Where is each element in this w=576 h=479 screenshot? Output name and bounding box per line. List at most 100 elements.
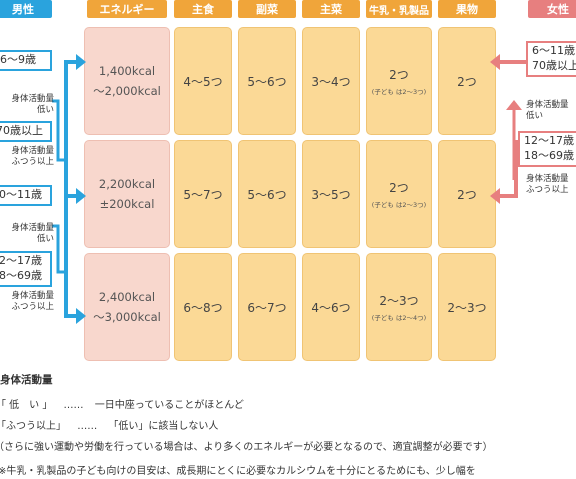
activity-label: 身体活動量 (526, 100, 569, 110)
serving-value: 4～5つ (183, 74, 223, 89)
header-energy: エネルギー (87, 0, 167, 18)
age-label: 18～69歳 (524, 148, 574, 162)
arrow-right-icon (76, 54, 86, 70)
child-note: (子ども は2～3つ) (371, 201, 427, 209)
milk-cell-row1: 2つ (子ども は2～3つ) (366, 27, 432, 135)
activity-level: 低い (36, 234, 54, 245)
notes-low-row: 「 低 い 」 …… 一日中座っていることがほとんど (0, 396, 244, 411)
activity-label: 身体活動量 (11, 94, 54, 104)
arrow-left-icon (490, 188, 500, 204)
header-side-dish-label: 副菜 (256, 3, 278, 16)
male-age-6-9: 6～9歳 (0, 50, 52, 71)
header-fruit-label: 果物 (456, 3, 478, 16)
female-age-6-11-70: 6～11歳 70歳以上 (526, 41, 576, 77)
bracket-line (52, 224, 64, 274)
child-note: (子ども は2～4つ) (371, 314, 427, 322)
header-main-dish: 主菜 (302, 0, 360, 18)
male-age-10-11: 10～11歳 (0, 185, 52, 206)
male-trunk-line (64, 60, 68, 316)
energy-value: 2,200kcal (98, 176, 156, 191)
serving-value: 2つ (389, 181, 409, 195)
fruit-cell-row3: 2～3つ (438, 253, 496, 361)
notes-low-desc: 一日中座っていることがほとんど (94, 400, 244, 411)
side-cell-row2: 5～6つ (238, 140, 296, 248)
notes-normal-desc: 「低い」に該当しない人 (108, 421, 219, 432)
staple-cell-row2: 5～7つ (174, 140, 232, 248)
male-activity-normal-2: 身体活動量 ふつう以上 (2, 291, 54, 313)
header-energy-label: エネルギー (99, 3, 155, 16)
fruit-cell-row1: 2つ (438, 27, 496, 135)
serving-value: 6～8つ (183, 300, 223, 315)
female-header-label: 女性 (547, 3, 569, 16)
female-activity-normal: 身体活動量 ふつう以上 (526, 174, 576, 196)
energy-cell-row1: 1,400kcal ～2,000kcal (84, 27, 170, 135)
serving-value: 2～3つ (379, 294, 419, 308)
female-header: 女性 (528, 0, 576, 18)
activity-label: 身体活動量 (11, 223, 54, 233)
energy-value: ～2,000kcal (93, 84, 161, 98)
activity-level: ふつう以上 (11, 302, 54, 313)
energy-value: ±200kcal (99, 197, 155, 211)
serving-value: 2つ (457, 74, 477, 89)
female-age-12-69: 12～17歳 18～69歳 (518, 131, 576, 167)
arrow-right-icon (76, 188, 86, 204)
arrow-left-icon (490, 54, 500, 70)
activity-level: 低い (526, 111, 544, 122)
header-fruit: 果物 (438, 0, 496, 18)
header-staple-label: 主食 (192, 3, 214, 16)
notes-dots: …… (63, 400, 84, 411)
male-branch-line (64, 60, 76, 64)
main-cell-row2: 3～5つ (302, 140, 360, 248)
female-branch-line (500, 60, 528, 64)
serving-value: 5～6つ (247, 74, 287, 89)
male-age-70: 70歳以上 (0, 121, 52, 142)
milk-cell-row2: 2つ (子ども は2～3つ) (366, 140, 432, 248)
milk-cell-row3: 2～3つ (子ども は2～4つ) (366, 253, 432, 361)
notes-dots: …… (77, 421, 98, 432)
activity-label: 身体活動量 (11, 291, 54, 301)
staple-cell-row3: 6～8つ (174, 253, 232, 361)
side-cell-row1: 5～6つ (238, 27, 296, 135)
header-side-dish: 副菜 (238, 0, 296, 18)
main-cell-row1: 3～4つ (302, 27, 360, 135)
age-label: 70歳以上 (0, 124, 43, 137)
male-activity-low-2: 身体活動量 低い (2, 223, 54, 245)
age-label: 70歳以上 (532, 58, 576, 72)
notes-title: 身体活動量 (0, 374, 53, 386)
energy-cell-row3: 2,400kcal ～3,000kcal (84, 253, 170, 361)
male-branch-line (64, 314, 76, 318)
notes-normal-row: 「ふつう以上」 …… 「低い」に該当しない人 (0, 417, 218, 432)
energy-value: 2,400kcal (98, 289, 156, 304)
serving-value: 6～7つ (247, 300, 287, 315)
energy-cell-row2: 2,200kcal ±200kcal (84, 140, 170, 248)
energy-value: ～3,000kcal (93, 310, 161, 324)
age-label: 10～11歳 (0, 188, 42, 201)
serving-value: 2つ (457, 187, 477, 202)
header-milk: 牛乳・乳製品 (366, 0, 432, 18)
age-label: 12～17歳 (0, 254, 42, 267)
activity-level: ふつう以上 (11, 157, 54, 168)
header-staple: 主食 (174, 0, 232, 18)
age-label: 12～17歳 (524, 134, 574, 147)
age-label: 18～69歳 (0, 268, 42, 282)
male-activity-low-1: 身体活動量 低い (2, 94, 54, 116)
male-header-label: 男性 (12, 3, 34, 16)
notes-milk: ※牛乳・乳製品の子ども向けの目安は、成長期にとくに必要なカルシウムを十分にとるた… (0, 466, 476, 477)
male-activity-normal-1: 身体活動量 ふつう以上 (2, 146, 54, 168)
activity-label: 身体活動量 (526, 174, 569, 184)
male-branch-line (64, 194, 76, 198)
male-header: 男性 (0, 0, 52, 18)
notes-low-label: 「 低 い 」 (0, 400, 53, 411)
serving-value: 2つ (389, 68, 409, 82)
serving-value: 5～7つ (183, 187, 223, 202)
age-label: 6～11歳 (532, 44, 575, 57)
arrow-right-icon (76, 308, 86, 324)
activity-level: ふつう以上 (526, 185, 569, 196)
child-note: (子ども は2～3つ) (371, 88, 427, 96)
arrow-up-icon (506, 100, 522, 110)
energy-value: 1,400kcal (98, 63, 156, 78)
header-main-dish-label: 主菜 (320, 3, 342, 16)
staple-cell-row1: 4～5つ (174, 27, 232, 135)
male-age-12-69: 12～17歳 18～69歳 (0, 251, 52, 287)
fruit-cell-row2: 2つ (438, 140, 496, 248)
